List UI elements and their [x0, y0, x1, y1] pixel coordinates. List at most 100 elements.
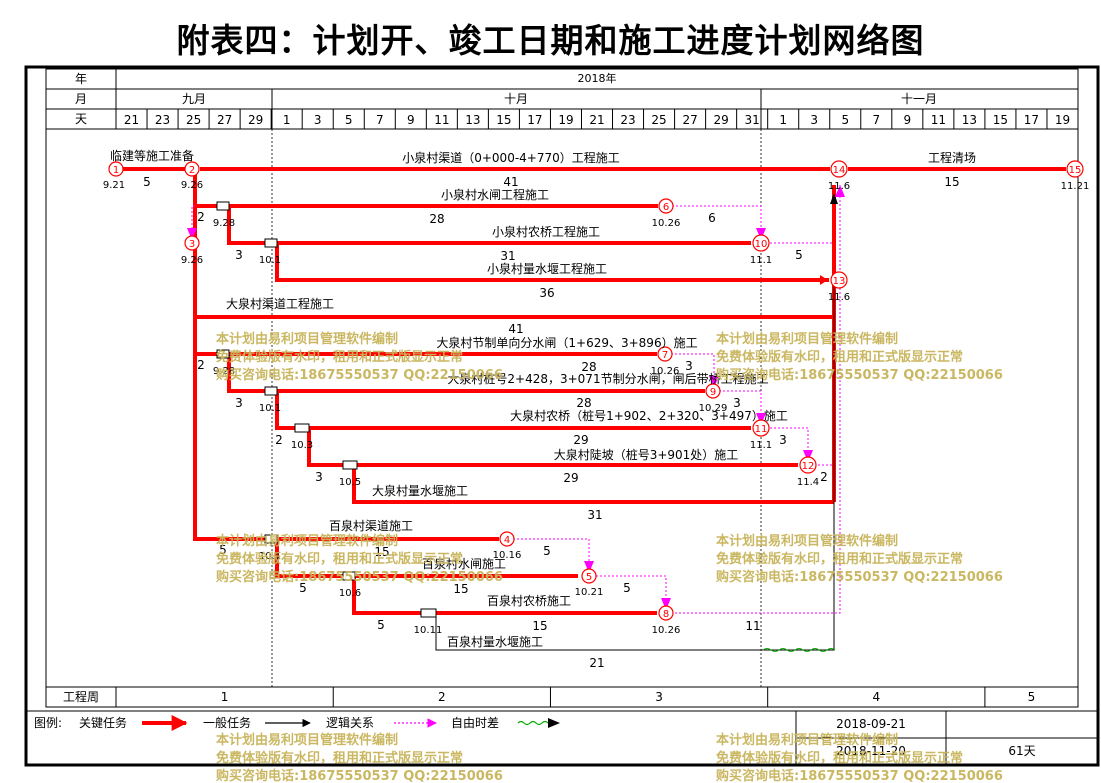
node-8-number: 8 [663, 609, 669, 620]
day-cell: 5 [345, 113, 353, 127]
node-9: 910.29 [699, 383, 728, 414]
task-line-bq-weir [435, 286, 835, 651]
box-date-1: 9.28 [213, 218, 235, 229]
node-2: 29.26 [181, 161, 203, 191]
node-9-date: 10.29 [699, 403, 728, 414]
box-date-4: 10.1 [259, 403, 281, 414]
day-cell: 7 [872, 113, 880, 127]
day-cell: 11 [434, 113, 449, 127]
day-cell: 1 [283, 113, 291, 127]
box-date-6: 10.5 [339, 477, 361, 488]
node-10-number: 10 [755, 239, 768, 250]
arrow-float-to-14 [835, 185, 845, 197]
day-cell: 13 [465, 113, 480, 127]
float-value-9: 3 [733, 396, 741, 410]
task-name-4: 小泉村水闸工程施工 [441, 187, 549, 202]
task-duration-7: 41 [508, 322, 523, 336]
logic-5-8 [596, 575, 667, 604]
task-name-2: 小泉村渠道（0+000-4+770）工程施工 [402, 150, 620, 165]
box-date-7: 10.1 [259, 551, 281, 562]
watermark-5-line-1: 本计划由易利项目管理软件编制 [216, 732, 398, 748]
task-name-1: 临建等施工准备 [110, 149, 194, 163]
task-name-8: 大泉村节制单向分水闸（1+629、3+896）施工 [436, 335, 697, 350]
day-cell: 9 [904, 113, 912, 127]
watermark-5: 本计划由易利项目管理软件编制 免费体验版有水印，租用和正式版显示正常 购买咨询电… [216, 732, 503, 783]
node-14-number: 14 [833, 165, 846, 176]
network-links [122, 167, 1066, 652]
week-row-label: 工程周 [63, 689, 99, 704]
arrow-to-9 [709, 376, 719, 388]
day-cell: 7 [376, 113, 384, 127]
task-duration-12: 31 [587, 508, 602, 522]
watermark-5-line-2: 免费体验版有水印，租用和正式版显示正常 [216, 750, 463, 766]
task-duration-9: 28 [576, 396, 591, 410]
task-name-11: 大泉村陡坡（桩号3+901处）施工 [554, 447, 739, 462]
day-cell: 25 [186, 113, 201, 127]
task-duration-3: 15 [944, 175, 959, 189]
dummy-box-5 [294, 423, 310, 433]
day-cell: 3 [810, 113, 818, 127]
day-cell: 23 [155, 113, 170, 127]
watermark-5-line-3: 购买咨询电话:18675550537 QQ:22150066 [216, 768, 503, 783]
logic-6-10 [672, 205, 762, 234]
watermark-6-line-1: 本计划由易利项目管理软件编制 [716, 732, 898, 748]
node-12-number: 12 [802, 461, 815, 472]
task-name-16: 百泉村量水堰施工 [447, 635, 543, 649]
float-value-8: 11 [745, 619, 760, 633]
node-2-number: 2 [189, 165, 195, 176]
arrow-to-14 [830, 193, 838, 204]
task-duration-5: 31 [500, 249, 515, 263]
node-15-date: 11.21 [1061, 181, 1090, 192]
day-cell: 3 [314, 113, 322, 127]
logic-8-14 [675, 185, 841, 614]
task-duration-6: 36 [539, 286, 554, 300]
task-duration-2: 41 [503, 175, 518, 189]
day-cell: 19 [1055, 113, 1070, 127]
watermark-6-line-2: 免费体验版有水印，租用和正式版显示正常 [716, 750, 963, 766]
node-5-number: 5 [586, 572, 592, 583]
watermark-2-line-1: 本计划由易利项目管理软件编制 [716, 331, 898, 347]
page-title: 附表四：计划开、竣工日期和施工进度计划网络图 [176, 21, 925, 60]
node-3-date: 9.26 [181, 255, 203, 266]
day-cell: 15 [993, 113, 1008, 127]
node-2-date: 9.26 [181, 180, 203, 191]
day-cell: 23 [620, 113, 635, 127]
legend-prefix: 图例: [34, 716, 62, 730]
box-date-8: 10.6 [339, 588, 361, 599]
day-cell: 15 [496, 113, 511, 127]
watermark-2-line-3: 购买咨询电话:18675550537 QQ:22150066 [716, 367, 1003, 383]
day-cell: 9 [407, 113, 415, 127]
watermark-1: 本计划由易利项目管理软件编制 免费体验版有水印，租用和正式版显示正常 购买咨询电… [216, 331, 503, 383]
day-cell: 31 [745, 113, 760, 127]
node-7-date: 10.26 [651, 366, 680, 377]
total-duration: 61天 [1008, 744, 1035, 758]
year-label: 年 [75, 72, 87, 86]
week-cell: 2 [438, 690, 446, 704]
day-cell: 19 [558, 113, 573, 127]
node-6-date: 10.26 [652, 218, 681, 229]
watermark-3-line-2: 免费体验版有水印，租用和正式版显示正常 [216, 551, 463, 567]
week-cell: 4 [872, 690, 880, 704]
task-name-13: 百泉村渠道施工 [329, 519, 413, 533]
month-october: 十月 [504, 92, 528, 106]
day-cell: 29 [713, 113, 728, 127]
outer-frame [24, 65, 1100, 767]
dummy-box-6 [342, 460, 358, 470]
timescale-header [45, 68, 1079, 130]
lag-value-8: 5 [299, 581, 307, 595]
box-date-2: 10.1 [259, 255, 281, 266]
watermark-3: 本计划由易利项目管理软件编制 免费体验版有水印，租用和正式版显示正常 购买咨询电… [216, 533, 503, 585]
node-4-number: 4 [504, 535, 510, 546]
watermark-1-line-3: 购买咨询电话:18675550537 QQ:22150066 [216, 367, 503, 383]
dummy-box-4 [264, 386, 278, 396]
task-name-15: 百泉村农桥施工 [487, 594, 571, 608]
task-name-3: 工程清场 [928, 150, 976, 165]
node-11-number: 11 [755, 424, 768, 435]
day-cell: 13 [962, 113, 977, 127]
float-value-11: 3 [779, 433, 787, 447]
float-value-10: 5 [795, 248, 803, 262]
node-13-number: 13 [833, 276, 846, 287]
legend-normal-label: 一般任务 [203, 715, 251, 730]
